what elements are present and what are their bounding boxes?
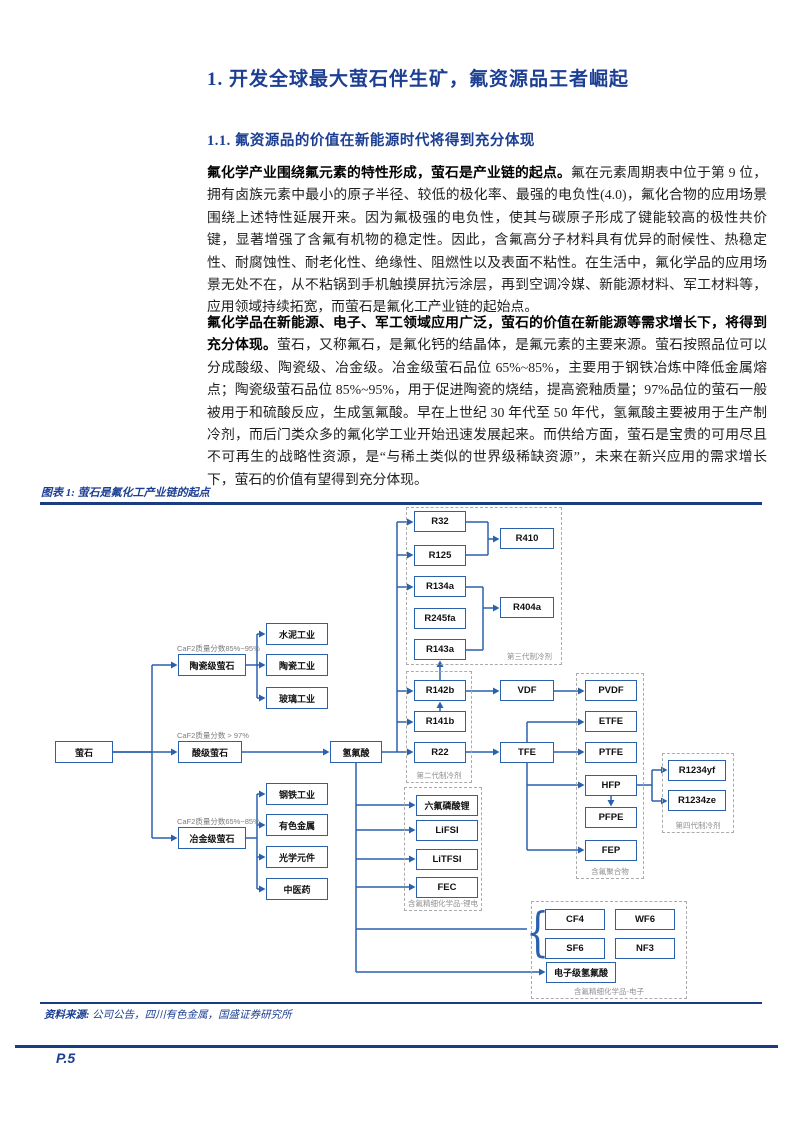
body-paragraph-2: 氟化学品在新能源、电子、军工领域应用广泛，萤石的价值在新能源等需求增长下，将得到…	[207, 312, 767, 491]
annotation-ceramic_note: CaF2质量分数85%~95%	[177, 644, 260, 653]
paragraph-segment: 萤石，又称氟石，是氟化钙的结晶体，是氟元素的主要来源。萤石按照品位可以分成酸级、…	[207, 337, 768, 487]
group-label-gen2: 第二代制冷剂	[416, 771, 462, 780]
node-hfp: HFP	[585, 775, 637, 796]
node-acid_grade: 酸级萤石	[178, 741, 242, 763]
node-r134a: R134a	[414, 576, 466, 597]
group-label-gen4: 第四代制冷剂	[675, 821, 721, 830]
group-label-polymers: 含氟聚合物	[591, 867, 629, 876]
paragraph-segment: 氟在元素周期表中位于第 9 位，拥有卤族元素中最小的原子半径、较低的极化率、最强…	[207, 165, 767, 315]
node-r22: R22	[414, 742, 466, 763]
group-box-polymers	[576, 673, 644, 879]
page-number: P.5	[56, 1050, 76, 1066]
node-lifsi: LiFSI	[416, 820, 478, 841]
node-ceramic_grade: 陶瓷级萤石	[178, 654, 246, 676]
node-nonferrous: 有色金属	[266, 814, 328, 836]
paragraph-segment: 氟化学产业围绕氟元素的特性形成，萤石是产业链的起点。	[207, 165, 571, 180]
figure-bottom-rule	[40, 1002, 762, 1004]
figure-source: 资料来源: 公司公告，四川有色金属，国盛证券研究所	[44, 1007, 292, 1022]
footer-rule	[15, 1045, 778, 1048]
node-eg_hf: 电子级氢氟酸	[546, 962, 616, 983]
group-brace: {	[526, 903, 550, 963]
group-box-gen2	[406, 671, 472, 783]
body-paragraph-1: 氟化学产业围绕氟元素的特性形成，萤石是产业链的起点。氟在元素周期表中位于第 9 …	[207, 162, 767, 319]
paragraph-segment: 氟化学品在新能源、电子、军工领域应用广泛，萤石的价值在新能源等需求增长下，将得到…	[207, 315, 767, 353]
group-box-gen4	[662, 753, 734, 833]
node-cement: 水泥工业	[266, 623, 328, 645]
node-vdf: VDF	[500, 680, 554, 701]
node-tcm: 中医药	[266, 878, 328, 900]
node-r1234ze: R1234ze	[668, 790, 726, 811]
node-r32: R32	[414, 511, 466, 532]
node-r410: R410	[500, 528, 554, 549]
node-fec: FEC	[416, 877, 478, 898]
section-title: 1. 开发全球最大萤石伴生矿，氟资源品王者崛起	[207, 69, 630, 90]
node-pvdf: PVDF	[585, 680, 637, 701]
node-metallurgical_grade: 冶金级萤石	[178, 827, 246, 849]
node-fep: FEP	[585, 840, 637, 861]
node-nf3: NF3	[615, 938, 675, 959]
node-r404a: R404a	[500, 597, 554, 618]
node-steel: 钢铁工业	[266, 783, 328, 805]
node-r143a: R143a	[414, 639, 466, 660]
node-glass: 玻璃工业	[266, 687, 328, 709]
industry-chain-diagram: 第三代制冷剂第二代制冷剂含氟聚合物 第四代制冷剂含氟精细化学品-锂电含氟精细化学品…	[40, 505, 762, 1002]
node-r1234yf: R1234yf	[668, 760, 726, 781]
subsection-title: 1.1. 氟资源品的价值在新能源时代将得到充分体现	[207, 133, 535, 149]
node-optical: 光学元件	[266, 846, 328, 868]
diagram-connectors	[113, 518, 668, 976]
node-r245fa: R245fa	[414, 608, 466, 629]
node-litfsi: LiTFSI	[416, 849, 478, 870]
source-text: 公司公告，四川有色金属，国盛证券研究所	[89, 1010, 292, 1021]
group-box-lithium	[404, 787, 482, 911]
group-label-electronics: 含氟精细化学品-电子	[574, 987, 644, 996]
annotation-acid_note: CaF2质量分数 > 97%	[177, 731, 249, 740]
node-lipf6: 六氟磷酸锂	[416, 795, 478, 816]
node-ceramics: 陶瓷工业	[266, 654, 328, 676]
figure-caption: 图表 1: 萤石是氟化工产业链的起点	[41, 487, 210, 499]
group-label-lithium: 含氟精细化学品-锂电	[408, 899, 478, 908]
group-box-electronics	[531, 901, 687, 999]
figure-top-rule	[40, 502, 762, 505]
node-cf4: CF4	[545, 909, 605, 930]
annotation-metallurgical_note: CaF2质量分数65%~85%	[177, 817, 260, 826]
node-hf: 氢氟酸	[330, 741, 382, 763]
node-r125: R125	[414, 545, 466, 566]
group-label-gen3: 第三代制冷剂	[507, 652, 552, 661]
node-fluorite: 萤石	[55, 741, 113, 763]
node-etfe: ETFE	[585, 711, 637, 732]
node-sf6: SF6	[545, 938, 605, 959]
node-ptfe: PTFE	[585, 742, 637, 763]
node-tfe: TFE	[500, 742, 554, 763]
node-r142b: R142b	[414, 680, 466, 701]
source-label: 资料来源:	[44, 1010, 90, 1021]
node-wf6: WF6	[615, 909, 675, 930]
node-pfpe: PFPE	[585, 807, 637, 828]
node-r141b: R141b	[414, 711, 466, 732]
group-box-gen3	[406, 507, 562, 665]
